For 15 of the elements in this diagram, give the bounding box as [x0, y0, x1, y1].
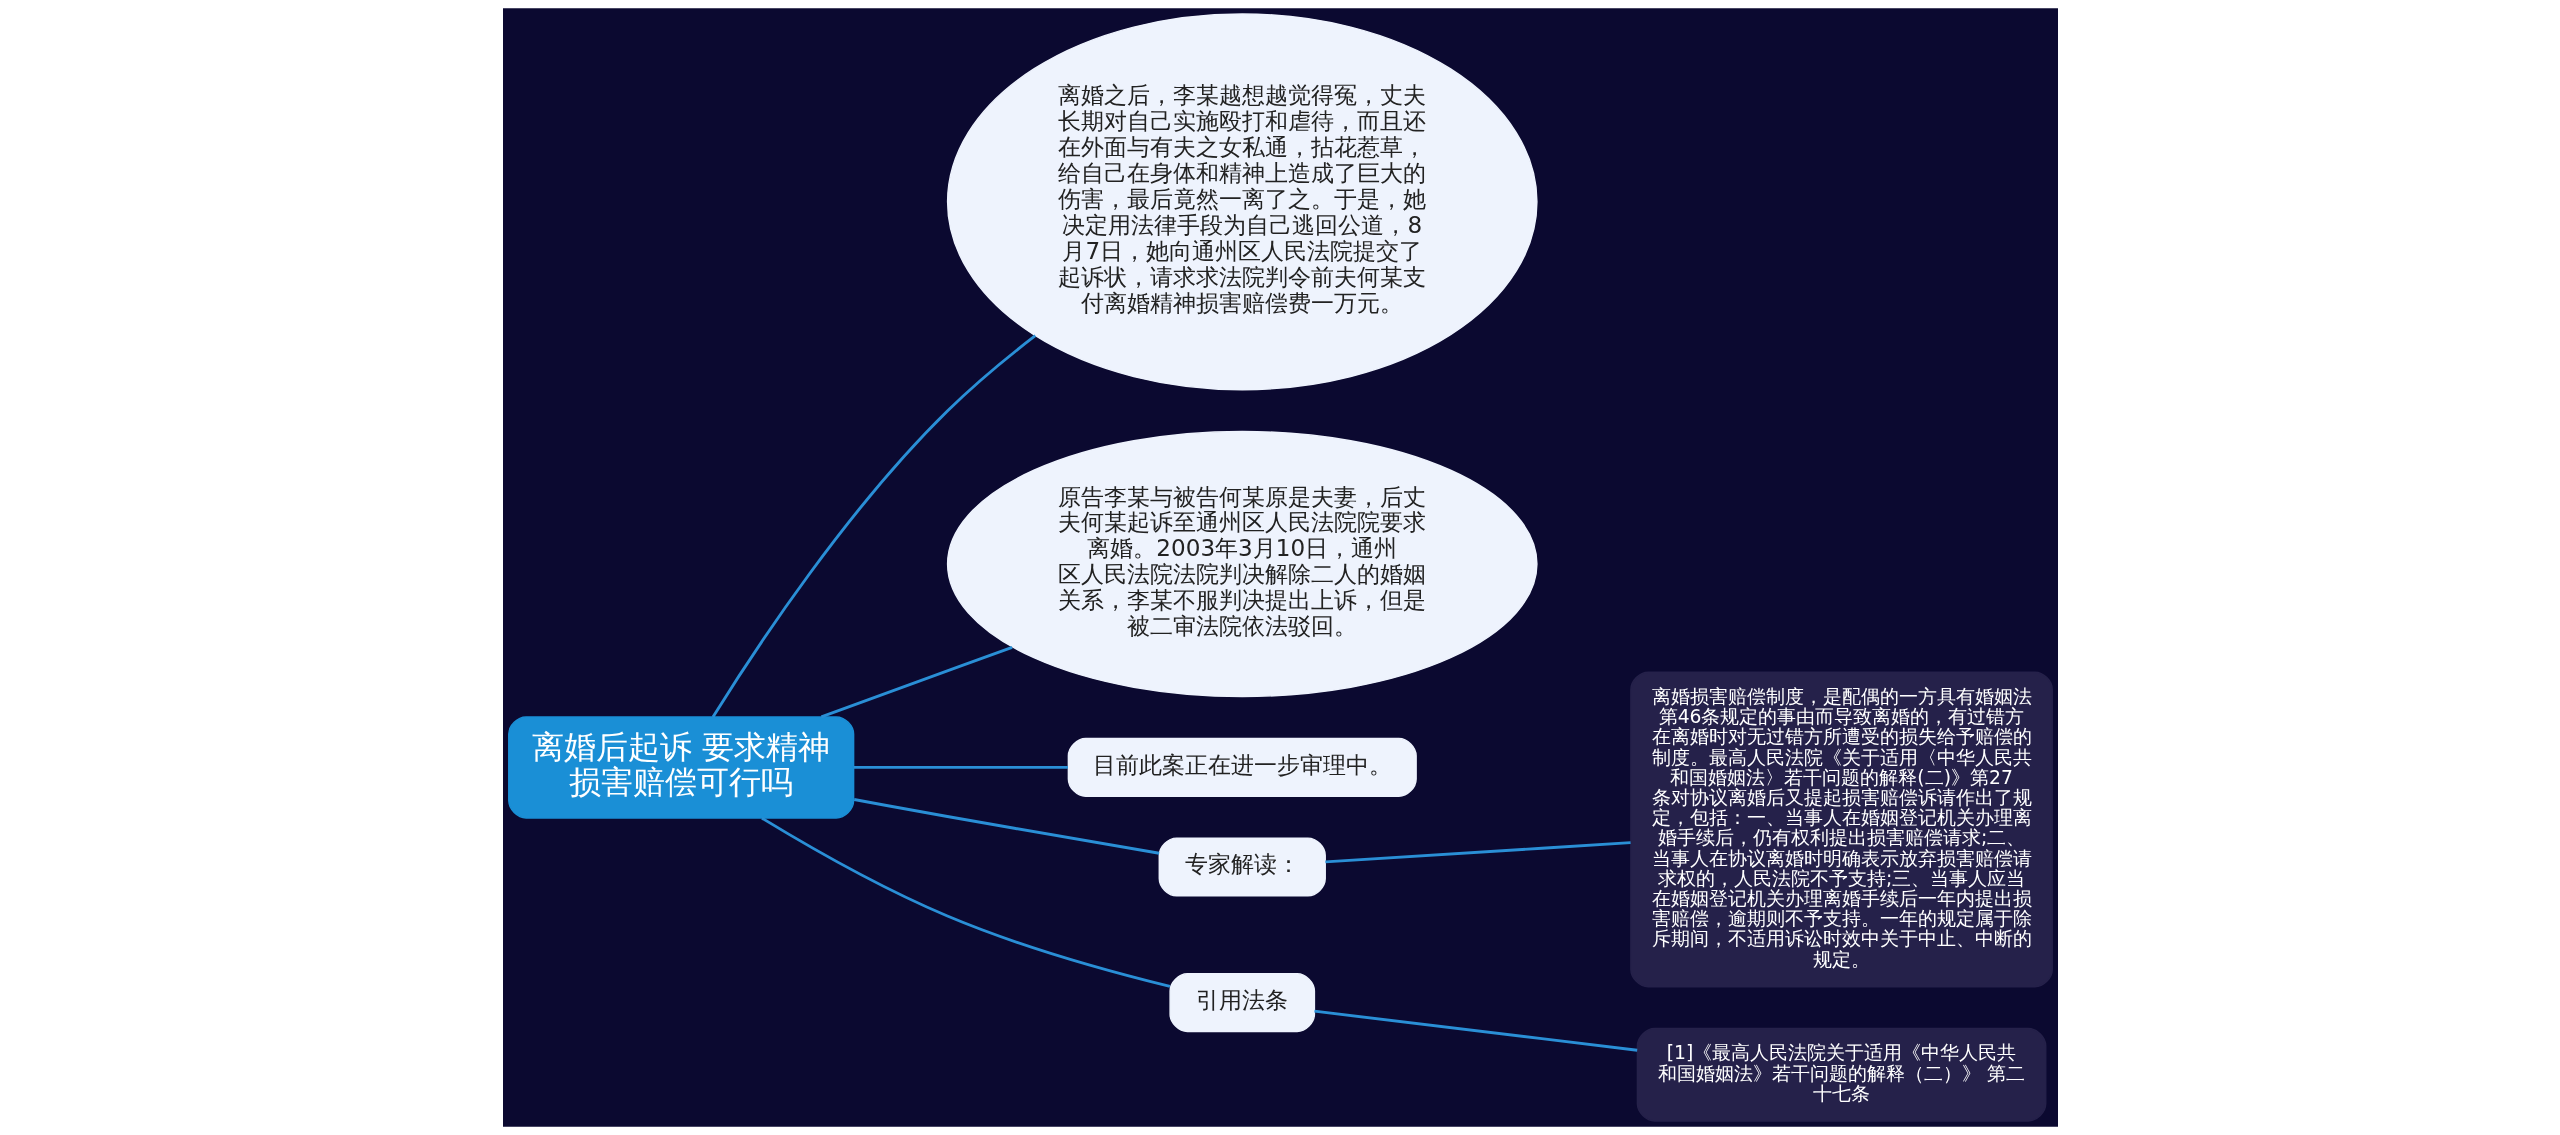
node-box: 目前此案正在进一步审理中。: [1067, 737, 1417, 797]
connector: [820, 646, 1013, 719]
node-box: 专家解读：: [1158, 837, 1326, 897]
node-ellipse: 离婚之后，李某越想越觉得冤，丈夫长期对自己实施殴打和虐待，而且还在外面与有夫之女私通，拈花惹草，给自己在身体和精神上造成了巨大的伤害，最后竟然一离了之。于是，她决定用法律手段为自己逃回公道，8月7日，她向通州区人民法院提交了起诉状，请求求法院判令前夫何某支付离婚精神损害赔偿费一万元。: [946, 13, 1538, 391]
connector: [1324, 841, 1631, 864]
node-box: 引用法条: [1168, 973, 1315, 1033]
node-ellipse: 原告李某与被告何某原是夫妻，后丈夫何某起诉至通州区人民法院院要求离婚。2003年3月10日，通州区人民法院法院判决解除二人的婚姻关系，李某不服判决提出上诉，但是被二审法院依法驳回。: [946, 430, 1538, 698]
node-box: 离婚损害赔偿制度，是配偶的一方具有婚姻法第46条规定的事由而导致离婚的，有过错方在离婚时对无过错方所遭受的损失给予赔偿的制度。最高人民法院《关于适用〈中华人民共和国婚姻法〉若干问题的解释(二)》第27条对协议离婚后又提起损害赔偿诉请作出了规定，包括：一、当事人在婚姻登记机关办理离婚手续后，仍有权利提出损害赔偿请求;二、当事人在协议离婚时明确表示放弃损害赔偿请求权的，人民法院不予支持;三、当事人应当在婚姻登记机关办理离婚手续后一年内提出损害赔偿，逾期则不予支持。一年的规定属于除斥期间，不适用诉讼时效中关于中止、中断的规定。: [1629, 671, 2053, 988]
connector: [853, 765, 1068, 769]
node-box: 离婚后起诉 要求精神损害赔偿可行吗: [507, 716, 854, 819]
connector: [853, 798, 1159, 855]
node-box: [1]《最高人民法院关于适用《中华人民共和国婚姻法》若干问题的解释（二）》 第二十七条: [1636, 1027, 2046, 1122]
connector: [1313, 1009, 1637, 1052]
connector: [711, 334, 1036, 718]
connector: [760, 816, 1170, 988]
